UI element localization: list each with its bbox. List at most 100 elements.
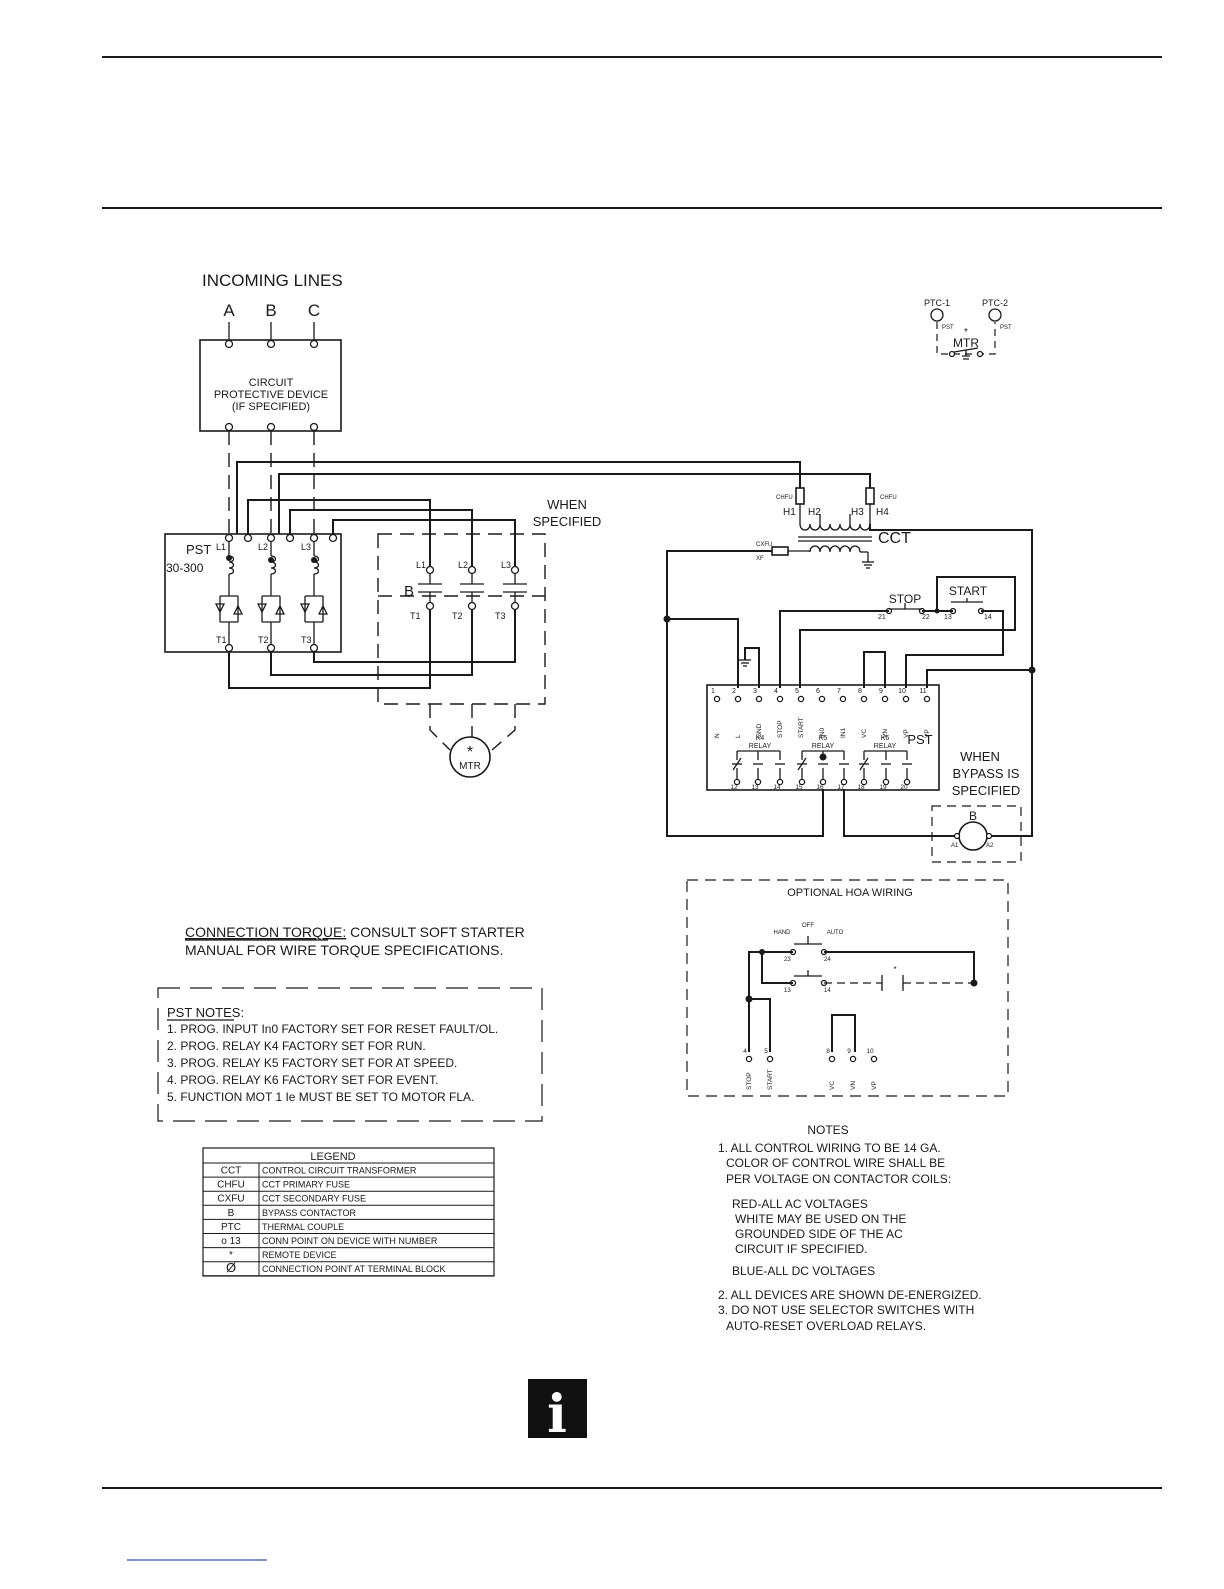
- pst-power-section: PST 30-300 L1 L2 L3 T1 T2 T3: [164, 533, 342, 653]
- bypass-t2: T2: [452, 611, 463, 621]
- pst-terminal-number: 10: [898, 688, 906, 695]
- note-line-11: AUTO-RESET OVERLOAD RELAYS.: [726, 1319, 926, 1333]
- note-line-5: WHITE MAY BE USED ON THE: [735, 1212, 906, 1226]
- ptc2-label: PTC-2: [982, 298, 1008, 308]
- relay-terminal-number: 14: [773, 784, 781, 791]
- motor-mark: *: [467, 744, 473, 761]
- hoa-terminal-number: 5: [764, 1048, 768, 1055]
- relay-terminal-number: 16: [816, 784, 824, 791]
- pst-phase-1: [214, 540, 244, 648]
- phase-c-label: C: [308, 301, 320, 320]
- torque-line2: MANUAL FOR WIRE TORQUE SPECIFICATIONS.: [185, 942, 503, 958]
- stop-term-21: 21: [878, 614, 886, 621]
- pst-terminal-number: 9: [879, 688, 883, 695]
- hoa-terminal-point[interactable]: [745, 1055, 753, 1063]
- pst-note-2: 2. PROG. RELAY K4 FACTORY SET FOR RUN.: [167, 1039, 426, 1053]
- legend-description: CONN POINT ON DEVICE WITH NUMBER: [262, 1236, 438, 1246]
- pst-terminal-number: 11: [919, 688, 926, 695]
- pst-t2: T2: [258, 635, 269, 645]
- hoa-term-14: 14: [824, 988, 831, 994]
- note-line-7: CIRCUIT IF SPECIFIED.: [735, 1242, 867, 1256]
- relay-k5-word: RELAY: [812, 743, 835, 750]
- legend-symbol: B: [228, 1208, 235, 1219]
- legend-symbol: PTC: [221, 1222, 241, 1233]
- xf-label: XF: [756, 556, 764, 562]
- pst-l1: L1: [216, 542, 226, 552]
- hoa-terminal-name: VN: [850, 1081, 857, 1090]
- pst-terminal-name: STOP: [777, 720, 784, 738]
- hoa-title: OPTIONAL HOA WIRING: [787, 887, 913, 899]
- pst-terminal-point[interactable]: [881, 695, 889, 703]
- chfu-left-label: CHFU: [776, 495, 793, 501]
- info-icon: i: [528, 1379, 587, 1445]
- legend-symbol: Ø: [226, 1260, 236, 1275]
- pst-terminal-point[interactable]: [818, 695, 826, 703]
- relay-terminal-point[interactable]: [754, 778, 762, 786]
- hoa-terminal-name: START: [767, 1069, 774, 1090]
- stop-start-pushbuttons: STOP START 21 22 13 14: [878, 584, 992, 621]
- note-line-9: 2. ALL DEVICES ARE SHOWN DE-ENERGIZED.: [718, 1288, 982, 1302]
- pst-notes-box: PST NOTES: 1. PROG. INPUT In0 FACTORY SE…: [157, 987, 543, 1122]
- pst-terminal-number: 2: [732, 688, 736, 695]
- hoa-terminal-point[interactable]: [766, 1055, 774, 1063]
- stop-term-22: 22: [922, 614, 930, 621]
- relay-terminal-point[interactable]: [733, 778, 741, 786]
- legend-symbol: CHFU: [217, 1180, 245, 1191]
- relay-terminal-point[interactable]: [882, 778, 890, 786]
- ptc-motor: MTR: [953, 336, 979, 350]
- note-line-4: RED-ALL AC VOLTAGES: [732, 1197, 868, 1211]
- hoa-remote-mark: *: [893, 965, 896, 974]
- pst-terminal-point[interactable]: [755, 695, 763, 703]
- pst-terminal-point[interactable]: [797, 695, 805, 703]
- pst-terminal-point[interactable]: [902, 695, 910, 703]
- legend-description: CCT PRIMARY FUSE: [262, 1180, 350, 1190]
- legend-symbol: CXFU: [217, 1194, 244, 1205]
- pst-note-1: 1. PROG. INPUT In0 FACTORY SET FOR RESET…: [167, 1022, 498, 1036]
- pst-terminal-point[interactable]: [713, 695, 721, 703]
- hoa-terminal-point[interactable]: [870, 1055, 878, 1063]
- hoa-terminal-number: 9: [847, 1048, 851, 1055]
- pst-terminal-point[interactable]: [776, 695, 784, 703]
- hoa-auto: AUTO: [827, 930, 844, 936]
- relay-k6: K6: [881, 735, 890, 742]
- relay-k4: K4: [756, 735, 765, 742]
- hoa-term-13: 13: [784, 988, 791, 994]
- pst-terminal-number: 4: [774, 688, 778, 695]
- relay-terminal-point[interactable]: [860, 778, 868, 786]
- start-label: START: [949, 584, 988, 598]
- pst-terminal-name: IN0: [819, 728, 826, 739]
- ptc1-label: PTC-1: [924, 298, 950, 308]
- stop-label: STOP: [889, 592, 921, 606]
- relay-terminal-point[interactable]: [819, 778, 827, 786]
- relay-terminal-point[interactable]: [776, 778, 784, 786]
- relay-k6-word: RELAY: [874, 743, 897, 750]
- hoa-terminal-point[interactable]: [849, 1055, 857, 1063]
- pst-note-3: 3. PROG. RELAY K5 FACTORY SET FOR AT SPE…: [167, 1056, 457, 1070]
- hoa-terminal-number: 8: [826, 1048, 830, 1055]
- pst-t3: T3: [301, 635, 312, 645]
- pst-l3: L3: [301, 542, 311, 552]
- relay-terminal-point[interactable]: [798, 778, 806, 786]
- connection-torque-note: CONNECTION TORQUE: CONSULT SOFT STARTER …: [185, 924, 525, 958]
- pst-terminal-name: GND: [756, 723, 763, 738]
- bypass-coil: WHEN BYPASS IS SPECIFIED B A1 A2: [931, 749, 1022, 863]
- tap-h2: H2: [808, 507, 821, 518]
- hoa-wiring-panel: OPTIONAL HOA WIRING HAND OFF AUTO 23 24 …: [686, 879, 1009, 1097]
- pst-terminal-name: N: [714, 733, 721, 738]
- pst-terminal-point[interactable]: [734, 695, 742, 703]
- relay-terminal-point[interactable]: [840, 778, 848, 786]
- pst-phase-3: [299, 540, 329, 648]
- pst-terminal-point[interactable]: [839, 695, 847, 703]
- motor-label: MTR: [459, 761, 481, 772]
- ptc1-sub: PST: [942, 325, 954, 331]
- pst-t1: T1: [216, 635, 227, 645]
- relay-terminal-point[interactable]: [903, 778, 911, 786]
- hoa-terminal-point[interactable]: [828, 1055, 836, 1063]
- note-line-2: COLOR OF CONTROL WIRE SHALL BE: [726, 1156, 945, 1170]
- pst-notes-title: PST NOTES:: [167, 1005, 244, 1020]
- pst-terminal-point[interactable]: [860, 695, 868, 703]
- hoa-off: OFF: [802, 923, 814, 929]
- pst-terminal-point[interactable]: [923, 695, 931, 703]
